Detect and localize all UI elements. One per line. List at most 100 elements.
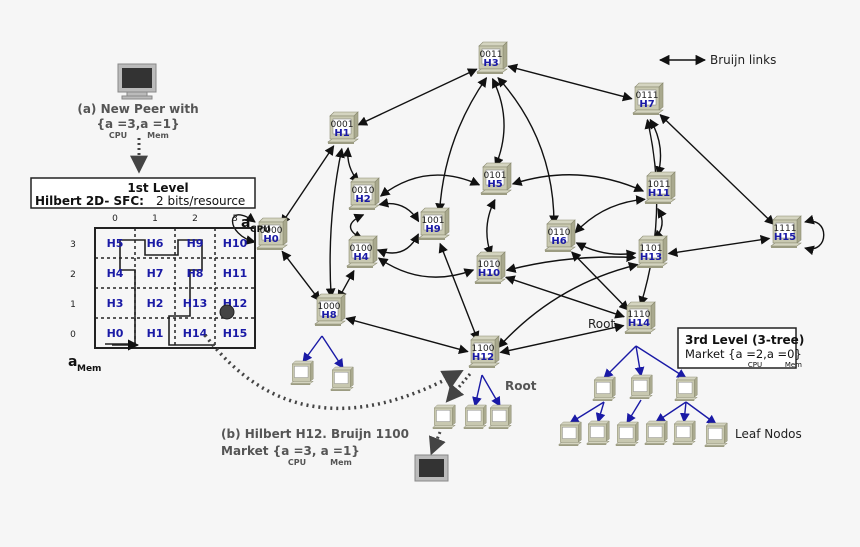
computer-icon: [592, 376, 616, 402]
node-id: H6: [551, 236, 566, 247]
hilbert-b-sub-mem: Mem: [330, 458, 352, 467]
leaf-node-h12-2[interactable]: [488, 404, 512, 430]
tree-link: [481, 374, 501, 407]
tree-link: [626, 399, 642, 424]
tree-link: [634, 345, 645, 377]
joined-peer-monitor-icon: [414, 454, 449, 482]
link-h1-h2: [342, 147, 360, 183]
leaf-node-2[interactable]: [615, 421, 639, 447]
node-bits: 1000: [318, 302, 341, 312]
tree-link: [302, 335, 323, 363]
tree-node-0[interactable]: [592, 376, 616, 402]
hilbert-b-line1: (b) Hilbert H12. Bruijn 1100: [221, 427, 409, 441]
dotted-child-link: [445, 373, 472, 403]
link-h3-h6: [497, 76, 559, 226]
grid-cell-h11: H11: [223, 267, 248, 280]
link-h8-h12: [345, 316, 469, 354]
third-level-sub-mem: Mem: [785, 361, 802, 369]
leaf-node-h8-0[interactable]: [290, 360, 314, 386]
first-level-subtitle-bold: Hilbert 2D- SFC:: [35, 194, 144, 208]
link-h6-h14: [571, 251, 629, 311]
tree-links: [302, 335, 717, 456]
grid-cell-h3: H3: [107, 297, 124, 310]
first-level-title: 1st Level: [127, 181, 188, 195]
link-h2-h4: [349, 213, 365, 240]
leaf-node-0[interactable]: [558, 421, 582, 447]
link-h10-h13: [505, 252, 637, 273]
third-level-box: [677, 327, 797, 369]
link-h4-h9: [376, 233, 419, 258]
y-axis-label: a: [68, 354, 77, 370]
y-tick: 1: [70, 300, 76, 310]
legend: Bruijn links: [658, 53, 776, 67]
hilbert-b-sub-cpu: CPU: [288, 458, 306, 467]
node-id: H8: [321, 310, 336, 321]
node-bits: 1011: [648, 180, 671, 190]
tree-link: [655, 401, 687, 423]
y-tick: 3: [70, 240, 76, 250]
leaf-node-3[interactable]: [644, 420, 668, 446]
leaf-node-h12-1[interactable]: [463, 404, 487, 430]
node-id: H2: [355, 194, 370, 205]
grid-cell-h7: H7: [147, 267, 164, 280]
new-peer-sub-cpu: CPU: [109, 131, 127, 140]
tree-node-1[interactable]: [629, 374, 653, 400]
link-h5-h10: [483, 198, 496, 257]
computer-icon: [463, 404, 487, 430]
node-id: H10: [478, 268, 500, 279]
grid-cell-h1: H1: [147, 327, 164, 340]
grid-cell-h2: H2: [147, 297, 164, 310]
computer-icon: [629, 374, 653, 400]
node-bits: 0111: [636, 91, 659, 101]
link-h6-h13: [575, 242, 637, 260]
tree-link: [595, 401, 606, 423]
x-axis-sub: CPU: [250, 225, 271, 235]
hilbert-curve: [105, 239, 215, 346]
tree-node-2[interactable]: [674, 376, 698, 402]
new-peer-sub-mem: Mem: [147, 131, 169, 140]
leaf-node-5[interactable]: [704, 422, 728, 448]
leaf-node-4[interactable]: [672, 420, 696, 446]
link-h0-h8: [281, 250, 321, 302]
computer-icon: [672, 420, 696, 446]
grid-cell-h14: H14: [183, 327, 208, 340]
leaf-node-h12-0[interactable]: [432, 404, 456, 430]
grid-cell-h15: H15: [223, 327, 248, 340]
mapping-dotted-arrow: [203, 333, 464, 410]
y-tick: 0: [70, 330, 76, 340]
x-tick: 0: [112, 214, 118, 224]
link-h15-self: [804, 214, 825, 256]
link-h0-self: [231, 212, 256, 245]
x-tick: 3: [232, 214, 238, 224]
tree-link: [685, 401, 717, 425]
third-level-title: 3rd Level (3-tree): [685, 333, 804, 347]
node-id: H1: [334, 128, 349, 139]
leaf-node-h8-1[interactable]: [330, 366, 354, 392]
link-h12-h13: [497, 261, 639, 349]
link-h1-h8: [325, 147, 345, 299]
y-tick: 2: [70, 270, 76, 280]
node-bits: 1010: [478, 260, 501, 270]
grid-cell-h6: H6: [147, 237, 164, 250]
leaf-node-1[interactable]: [586, 420, 610, 446]
tree-link: [569, 401, 605, 424]
legend-label: Bruijn links: [710, 53, 776, 67]
node-bits: 0001: [331, 120, 354, 130]
